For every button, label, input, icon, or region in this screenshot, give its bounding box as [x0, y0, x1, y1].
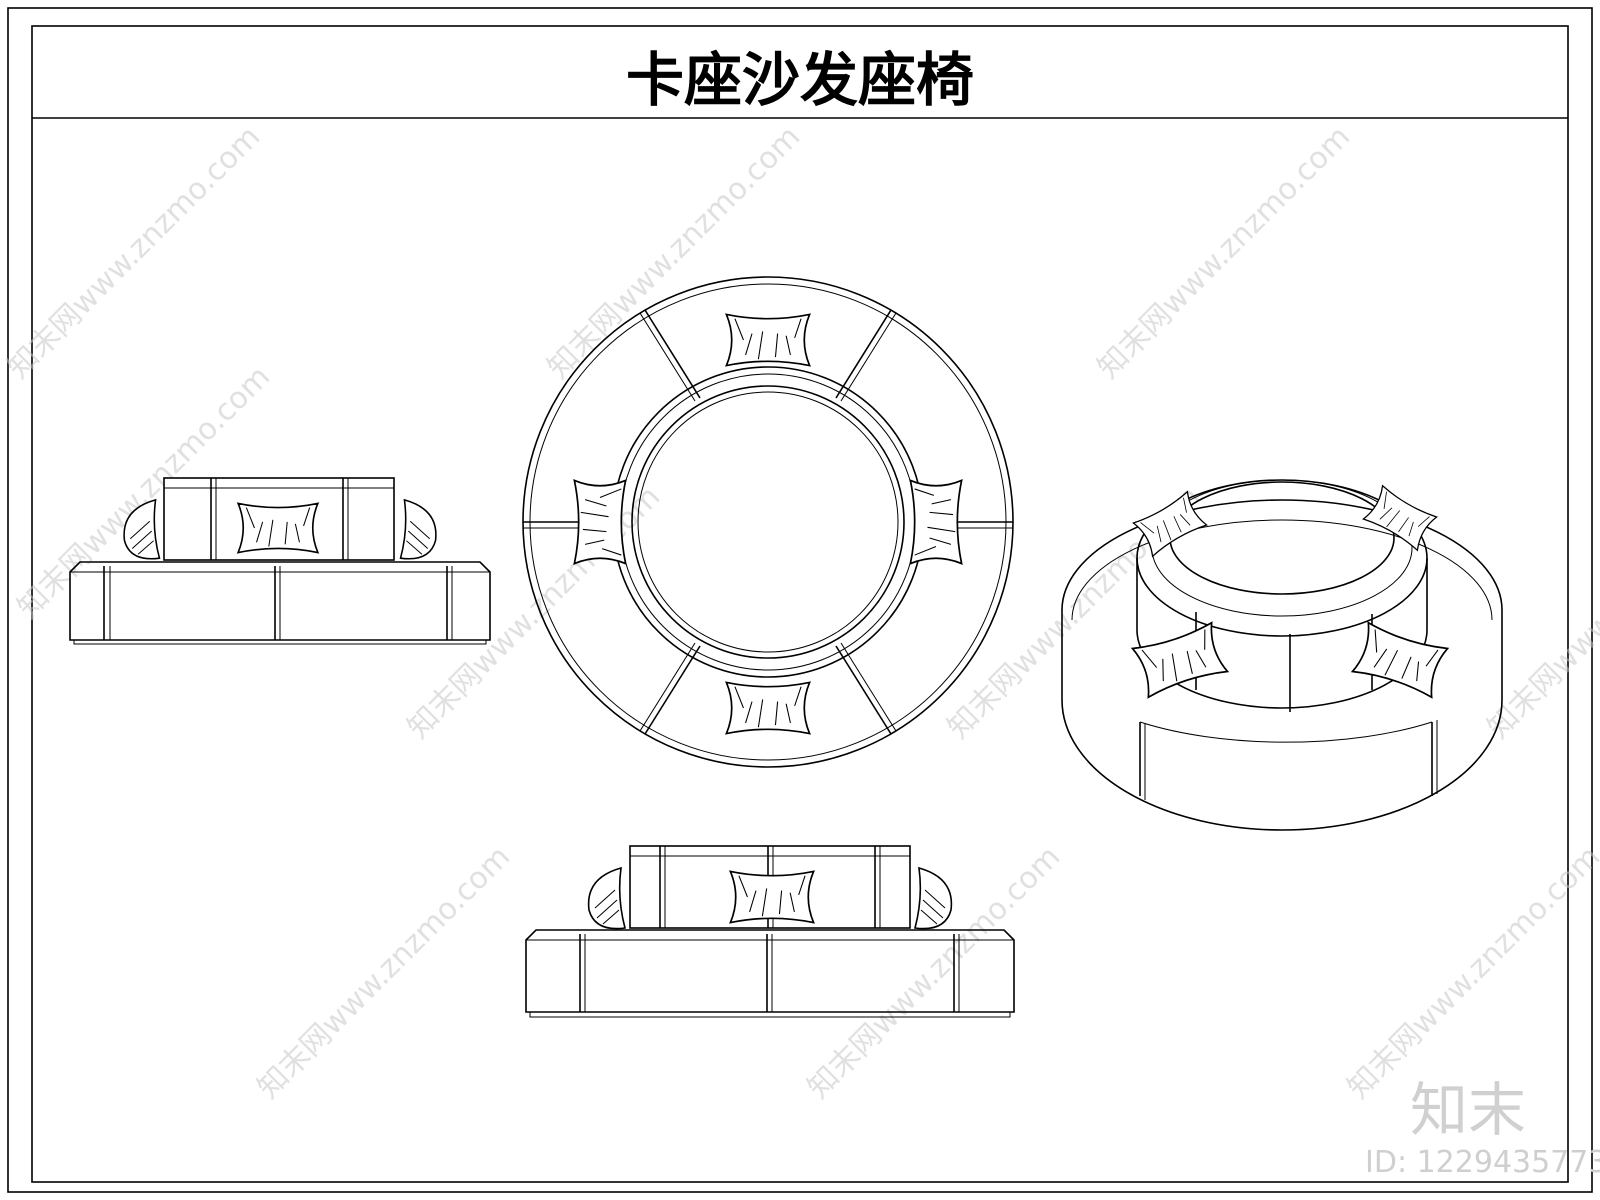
watermark-text: 知末网www.znzmo.com	[401, 479, 667, 745]
page-title: 卡座沙发座椅	[626, 46, 974, 114]
watermark-text: 知末网www.znzmo.com	[1, 119, 267, 385]
bottom-front-elevation	[525, 845, 1015, 1018]
sheet-frame	[7, 7, 1593, 1193]
watermark-text: 知末网www.znzmo.com	[1091, 119, 1357, 385]
watermark-logo: 知末	[1410, 1076, 1526, 1144]
watermark-text: 知末网www.znzmo.com	[11, 359, 277, 625]
watermark-text: 知末网www.znzmo.com	[1481, 479, 1600, 745]
left-front-elevation	[69, 477, 491, 645]
perspective-view	[1061, 479, 1503, 831]
watermark-id: ID: 1229435773	[1365, 1145, 1600, 1180]
round-plan-view	[522, 276, 1014, 768]
watermark-text: 知末网www.znzmo.com	[251, 839, 517, 1105]
watermark-layer: 知末网www.znzmo.com 知末网www.znzmo.com 知末网www…	[1, 119, 1600, 1105]
watermark-text: 知末网www.znzmo.com	[1341, 839, 1600, 1105]
